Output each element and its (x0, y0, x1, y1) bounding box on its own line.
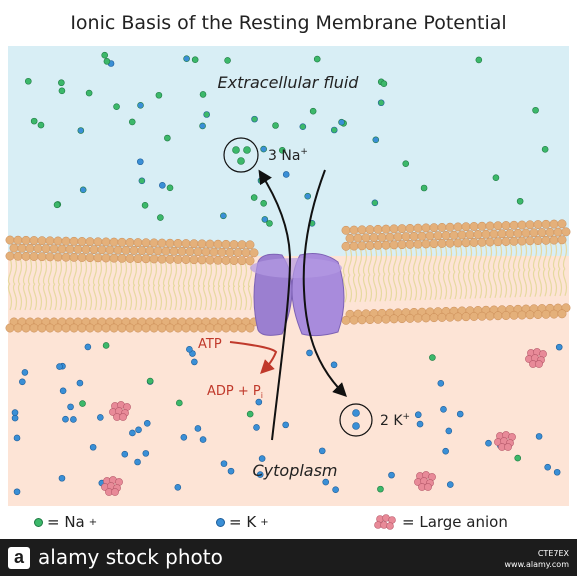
potassium-ion (353, 410, 360, 417)
legend-potassium: = K + (216, 513, 269, 531)
image-code: CTE7EX (505, 548, 569, 559)
pi-subscript: i (261, 391, 263, 400)
anion-legend-icon (372, 513, 398, 531)
watermark-bar: a alamy stock photo CTE7EX www.alamy.com (0, 539, 577, 576)
sodium-ion (244, 147, 251, 154)
potassium-ion (353, 423, 360, 430)
potassium-charge-label: + (403, 412, 411, 422)
watermark-url: www.alamy.com (505, 559, 569, 570)
legend-sodium-label: = Na (47, 513, 85, 531)
sodium-legend-icon (34, 518, 43, 527)
alamy-logo-icon: a (8, 547, 30, 569)
sodium-charge-label: + (300, 147, 308, 157)
legend-sodium-charge: + (89, 517, 97, 528)
adp-label: ADP + P (207, 384, 261, 399)
legend-potassium-label: = K (229, 513, 256, 531)
legend-potassium-charge: + (260, 517, 268, 528)
atp-label: ATP (198, 337, 222, 352)
potassium-legend-icon (216, 518, 225, 527)
sodium-ion (233, 147, 240, 154)
membrane-scene: 3 Na+ 2 K+ ATP ADP + Pi Extracellular fl… (0, 0, 577, 539)
legend-sodium: = Na + (34, 513, 97, 531)
watermark-brand: alamy stock photo (38, 545, 223, 569)
sodium-ion (238, 158, 245, 165)
legend-anion: = Large anion (372, 513, 508, 531)
cytoplasm-label: Cytoplasm (252, 461, 337, 480)
watermark-code: CTE7EX www.alamy.com (505, 548, 569, 570)
extracellular-label: Extracellular fluid (218, 73, 360, 92)
legend-anion-label: = Large anion (402, 513, 508, 531)
potassium-count-label: 2 K (380, 413, 403, 429)
svg-text:ADP + Pi: ADP + Pi (207, 384, 263, 400)
sodium-count-label: 3 Na (268, 148, 300, 164)
